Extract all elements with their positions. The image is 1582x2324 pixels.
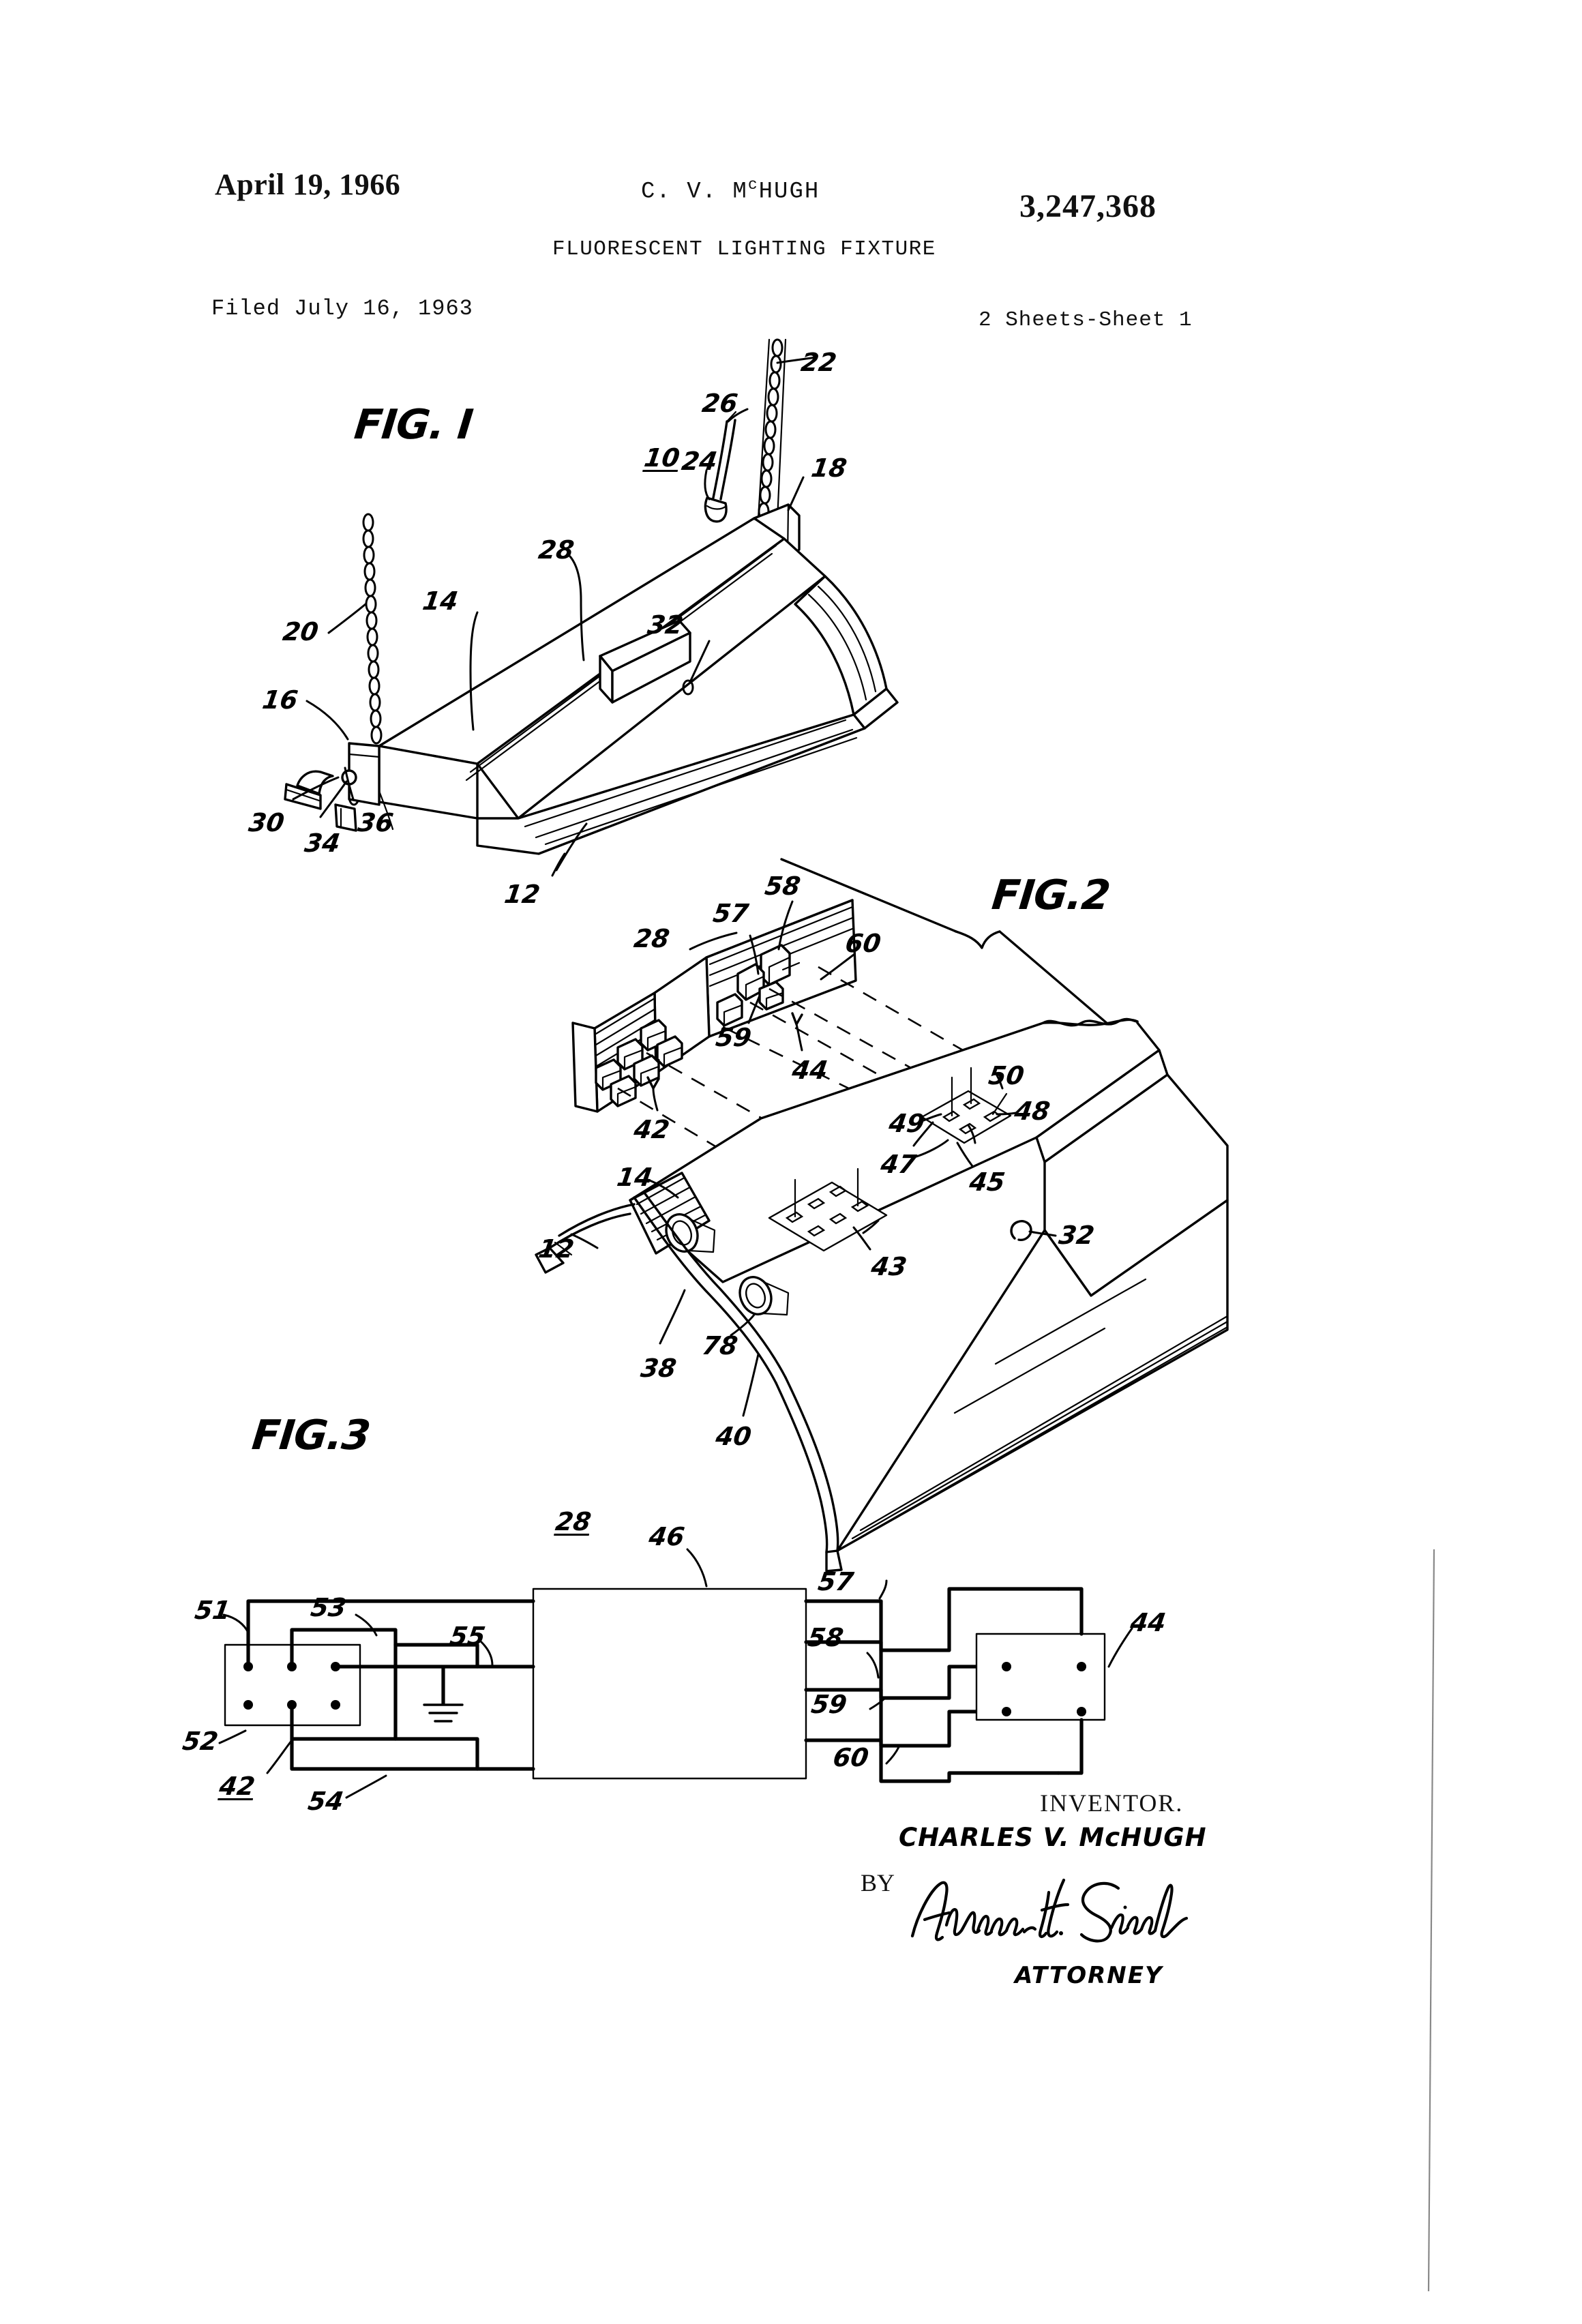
patent-sheet-count: 2 Sheets-Sheet 1 — [979, 308, 1193, 332]
ref-20-fig1: 20 — [280, 617, 320, 646]
margin-rule — [1427, 1549, 1435, 2292]
ref-28-fig3: 28 — [553, 1507, 593, 1536]
patent-number: 3,247,368 — [1019, 188, 1156, 224]
end-hanger-16 — [284, 742, 394, 832]
ref-32-fig2: 32 — [1056, 1221, 1096, 1250]
housing-panel-14 — [629, 1017, 1229, 1297]
patent-inventor-header: C. V. McHUGH — [641, 176, 820, 205]
ref-36-fig1: 36 — [355, 808, 395, 837]
ref-60-fig3: 60 — [831, 1743, 871, 1772]
ref-46-fig3: 46 — [646, 1522, 687, 1551]
lamp-socket-40 — [738, 1276, 790, 1316]
ref-34-fig1: 34 — [302, 829, 342, 858]
ref-28-fig1: 28 — [536, 535, 576, 565]
ref-12-fig1: 12 — [502, 880, 542, 909]
ref-42-fig2: 42 — [631, 1115, 672, 1144]
cord-grip-24 — [704, 496, 728, 523]
ref-12-fig2: 12 — [536, 1234, 576, 1264]
ref-44-fig3: 44 — [1128, 1608, 1168, 1637]
supply-cord-26 — [712, 411, 737, 501]
ref-38-fig2: 38 — [638, 1354, 678, 1383]
by-keyword: BY — [861, 1869, 895, 1896]
ref-32-fig1: 32 — [645, 610, 685, 640]
ref-42-fig3: 42 — [217, 1772, 257, 1801]
patent-filed-date: Filed July 16, 1963 — [211, 296, 473, 321]
inventor-surname: HUGH — [758, 179, 820, 205]
ref-26-fig1: 26 — [700, 389, 740, 418]
ref-59-fig2: 59 — [713, 1023, 753, 1052]
patent-date: April 19, 1966 — [215, 168, 401, 201]
ref-45-fig2: 45 — [967, 1167, 1007, 1197]
socket-assembly — [535, 1172, 1229, 1573]
ref-16-fig1: 16 — [260, 685, 300, 715]
aperture-32-fig2 — [1010, 1220, 1032, 1241]
figure-3-drawing — [218, 1548, 1133, 1799]
aperture-32 — [682, 679, 694, 696]
ref-58-fig3: 58 — [805, 1623, 846, 1652]
ref-18-fig1: 18 — [809, 453, 849, 483]
ref-14-fig2: 14 — [614, 1163, 655, 1192]
ref-58-fig2: 58 — [762, 872, 803, 901]
ref-47-fig2: 47 — [878, 1150, 919, 1179]
ref-50-fig2: 50 — [986, 1061, 1026, 1090]
ref-54-fig3: 54 — [305, 1787, 346, 1816]
ref-43-fig2: 43 — [869, 1252, 909, 1281]
terminal-strip-45 — [912, 1067, 1012, 1167]
attorney-keyword: ATTORNEY — [1015, 1962, 1163, 1989]
lamp-socket-38 — [665, 1213, 716, 1253]
ref-60-fig2: 60 — [843, 929, 883, 958]
ref-22-fig1: 22 — [799, 348, 839, 377]
ref-55-fig3: 55 — [447, 1622, 488, 1651]
ref-44-fig2: 44 — [790, 1056, 830, 1085]
reflector-12 — [476, 575, 899, 855]
ref-28-fig2: 28 — [631, 924, 672, 953]
ref-78-fig2: 78 — [700, 1331, 740, 1360]
ref-24-fig1: 24 — [679, 447, 719, 476]
ref-59-fig3: 59 — [809, 1690, 849, 1719]
inventor-initials: C. V. M — [641, 179, 748, 205]
figure-1-drawing — [284, 338, 899, 872]
figure-2-drawing — [535, 852, 1229, 1573]
ref-57-fig3: 57 — [816, 1567, 856, 1596]
attorney-signature — [910, 1878, 1189, 1943]
ballast-compartment-28 — [599, 619, 691, 704]
connector-block-43 — [768, 1167, 888, 1252]
inventor-keyword: INVENTOR. — [1040, 1789, 1184, 1817]
ref-30-fig1: 30 — [246, 808, 286, 837]
ref-49-fig2: 49 — [886, 1109, 927, 1138]
ref-53-fig3: 53 — [308, 1593, 348, 1622]
ref-48-fig2: 48 — [1012, 1097, 1052, 1126]
chain-right-22 — [757, 338, 787, 521]
patent-title: FLUORESCENT LIGHTING FIXTURE — [552, 237, 936, 261]
ref-40-fig2: 40 — [713, 1422, 753, 1451]
ref-52-fig3: 52 — [180, 1727, 220, 1756]
inventor-name: CHARLES V. McHUGH — [899, 1823, 1207, 1852]
inventor-superscript: c — [747, 176, 759, 194]
ref-10-fig1: 10 — [642, 443, 682, 473]
ref-14-fig1: 14 — [420, 586, 460, 616]
ref-57-fig2: 57 — [711, 899, 751, 928]
ref-51-fig3: 51 — [192, 1596, 233, 1625]
